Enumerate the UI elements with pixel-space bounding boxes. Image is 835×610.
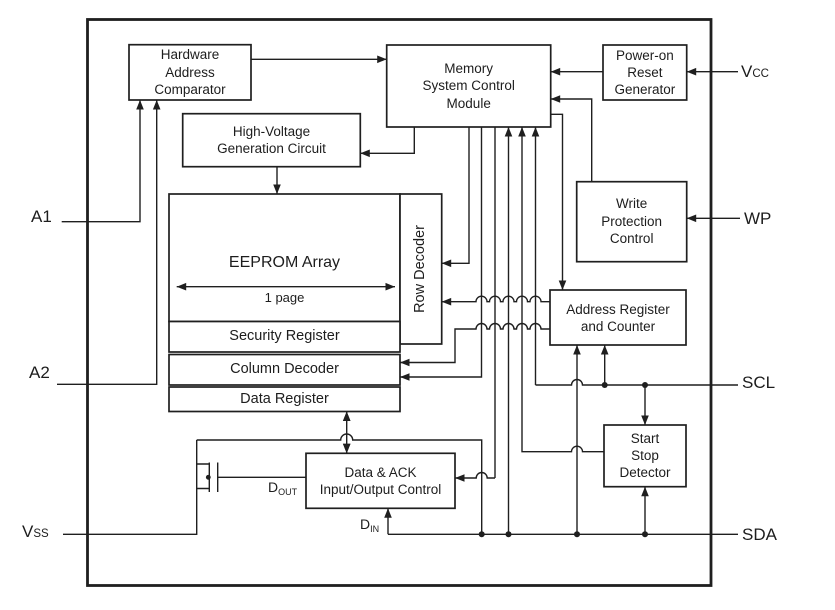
pin-sda: SDA — [742, 525, 777, 544]
wire-ssd-to-mscm — [521, 127, 604, 453]
wire-sda-line — [387, 508, 738, 535]
box-power-on-reset — [602, 44, 688, 101]
box-write-protection — [575, 180, 688, 263]
junction-dots — [205, 382, 648, 538]
wire-arc-to-rowdecoder — [441, 295, 550, 303]
box-start-stop-detector — [603, 424, 687, 488]
pin-a1: A1 — [31, 207, 52, 226]
wire-a2-to-hac — [57, 100, 158, 385]
box-hardware-address-comparator — [128, 43, 252, 101]
signal-dout: DOUT — [268, 479, 298, 497]
box-column-decoder — [168, 353, 401, 386]
wire-mscm-to-hvgc — [360, 127, 415, 154]
pin-scl: SCL — [742, 373, 776, 392]
wire-scl-line — [535, 378, 738, 386]
wire-arc-to-columndecoder — [400, 322, 550, 364]
wire-mscm-to-arc — [550, 113, 564, 290]
box-memory-system-control — [385, 44, 552, 128]
wire-a1-to-hac — [61, 100, 141, 223]
box-security-register — [168, 320, 401, 353]
wire-mscm-to-dataack — [455, 127, 496, 479]
wire-mscm-to-columndecoder — [400, 127, 483, 378]
box-data-ack-io — [305, 452, 456, 510]
wire-wpc-to-mscm — [550, 98, 593, 182]
wire-vss — [63, 440, 198, 535]
pin-a2: A2 — [29, 363, 50, 382]
box-address-register-counter — [549, 289, 687, 346]
box-high-voltage — [181, 112, 362, 168]
wire-mscm-to-rowdecoder — [441, 127, 470, 264]
box-row-decoder — [399, 193, 443, 345]
pin-vcc: VCC — [741, 62, 769, 81]
page-arrowheads — [176, 282, 395, 454]
box-eeprom-array — [168, 193, 401, 323]
wire-dout-rail — [196, 433, 483, 535]
chip-outline — [86, 18, 713, 587]
pin-wp: WP — [744, 209, 772, 228]
box-data-register — [168, 386, 401, 413]
pin-vss: VSS — [22, 522, 49, 541]
signal-din: DIN — [360, 516, 380, 534]
